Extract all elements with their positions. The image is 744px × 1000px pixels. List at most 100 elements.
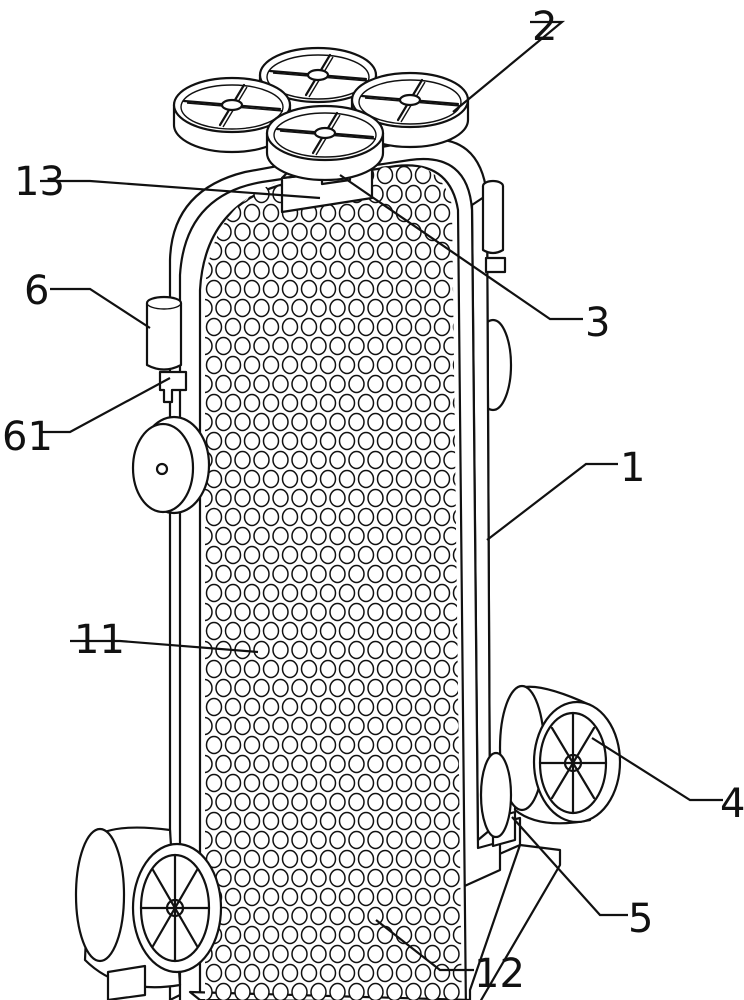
mesh-hole [234, 412, 251, 432]
mesh-hole [357, 355, 375, 375]
mesh-hole [243, 735, 261, 755]
mesh-hole [414, 925, 432, 945]
mesh-hole [310, 754, 327, 774]
mesh-hole [262, 659, 280, 679]
mesh-hole [386, 374, 403, 394]
label-6: 6 [24, 268, 49, 314]
mesh-hole [224, 355, 242, 375]
mesh-hole [424, 564, 441, 584]
mesh-hole [310, 678, 327, 698]
mesh-hole [319, 773, 337, 793]
mesh-hole [234, 260, 251, 280]
mesh-hole [329, 754, 346, 774]
mesh-hole [319, 317, 337, 337]
mesh-hole [414, 697, 432, 717]
mesh-hole [272, 488, 289, 508]
mesh-hole [395, 811, 413, 831]
mesh-hole [300, 507, 318, 527]
mesh-hole [433, 925, 451, 945]
mesh-hole [405, 602, 422, 622]
mesh-hole [319, 583, 337, 603]
mesh-hole [243, 355, 261, 375]
mesh-hole [395, 697, 413, 717]
mesh-hole [319, 887, 337, 907]
mesh-hole [243, 963, 261, 983]
mesh-hole [386, 678, 403, 698]
mesh-hole [272, 830, 289, 850]
mesh-hole [367, 488, 384, 508]
mesh-hole [414, 621, 432, 641]
mesh-hole [424, 640, 441, 660]
mesh-hole [215, 412, 232, 432]
mesh-hole [348, 640, 365, 660]
mesh-hole [386, 336, 403, 356]
mesh-hole [348, 336, 365, 356]
label-13: 13 [14, 159, 65, 205]
mesh-hole [253, 792, 270, 812]
mesh-hole [329, 526, 346, 546]
mesh-hole [291, 602, 308, 622]
mesh-hole [205, 602, 213, 622]
mesh-hole [224, 963, 242, 983]
mesh-hole [405, 488, 422, 508]
mesh-hole [367, 830, 384, 850]
mesh-hole [234, 716, 251, 736]
mesh-hole [253, 754, 270, 774]
mesh-hole [386, 716, 403, 736]
mesh-hole [433, 317, 451, 337]
mesh-hole [215, 944, 232, 964]
mesh-hole [376, 925, 394, 945]
mesh-hole [281, 393, 299, 413]
mesh-hole [253, 602, 270, 622]
mesh-hole [395, 735, 413, 755]
mesh-hole [338, 545, 356, 565]
mesh-hole [395, 469, 413, 489]
mesh-hole [338, 697, 356, 717]
mesh-hole [215, 526, 232, 546]
mesh-hole [234, 830, 251, 850]
mesh-hole [395, 507, 413, 527]
mesh-hole [205, 374, 213, 394]
mesh-hole [348, 982, 365, 1000]
mesh-hole [205, 792, 213, 812]
mesh-hole [215, 374, 232, 394]
mesh-hole [395, 887, 413, 907]
mesh-hole [367, 792, 384, 812]
mesh-hole [281, 773, 299, 793]
mesh-hole [319, 393, 337, 413]
mesh-hole [224, 735, 242, 755]
mesh-hole [348, 564, 365, 584]
mesh-hole [443, 830, 460, 850]
mesh-hole [405, 868, 422, 888]
mesh-hole [300, 773, 318, 793]
mesh-hole [338, 469, 356, 489]
mesh-hole [405, 298, 422, 318]
mesh-hole [205, 564, 213, 584]
mesh-hole [367, 906, 384, 926]
mesh-hole [424, 944, 441, 964]
mesh-hole [443, 906, 460, 926]
mesh-hole [281, 735, 299, 755]
mesh-hole [243, 279, 261, 299]
mesh-hole [243, 583, 261, 603]
mesh-hole [205, 697, 223, 717]
mesh-hole [424, 792, 441, 812]
mesh-hole [338, 811, 356, 831]
right-sensor-cylinder [481, 179, 507, 274]
mesh-hole [310, 526, 327, 546]
mesh-hole [272, 526, 289, 546]
mesh-hole [215, 450, 232, 470]
mesh-hole [243, 887, 261, 907]
left-side-wheel [131, 415, 211, 515]
mesh-hole [234, 754, 251, 774]
mesh-hole [443, 982, 460, 1000]
right-thruster [498, 684, 622, 825]
mesh-hole [243, 697, 261, 717]
mesh-hole [215, 792, 232, 812]
label-2: 2 [532, 4, 557, 50]
right-lower-wheel [479, 751, 513, 839]
mesh-hole [272, 678, 289, 698]
mesh-hole [253, 412, 270, 432]
mesh-hole [329, 792, 346, 812]
mesh-hole [319, 507, 337, 527]
